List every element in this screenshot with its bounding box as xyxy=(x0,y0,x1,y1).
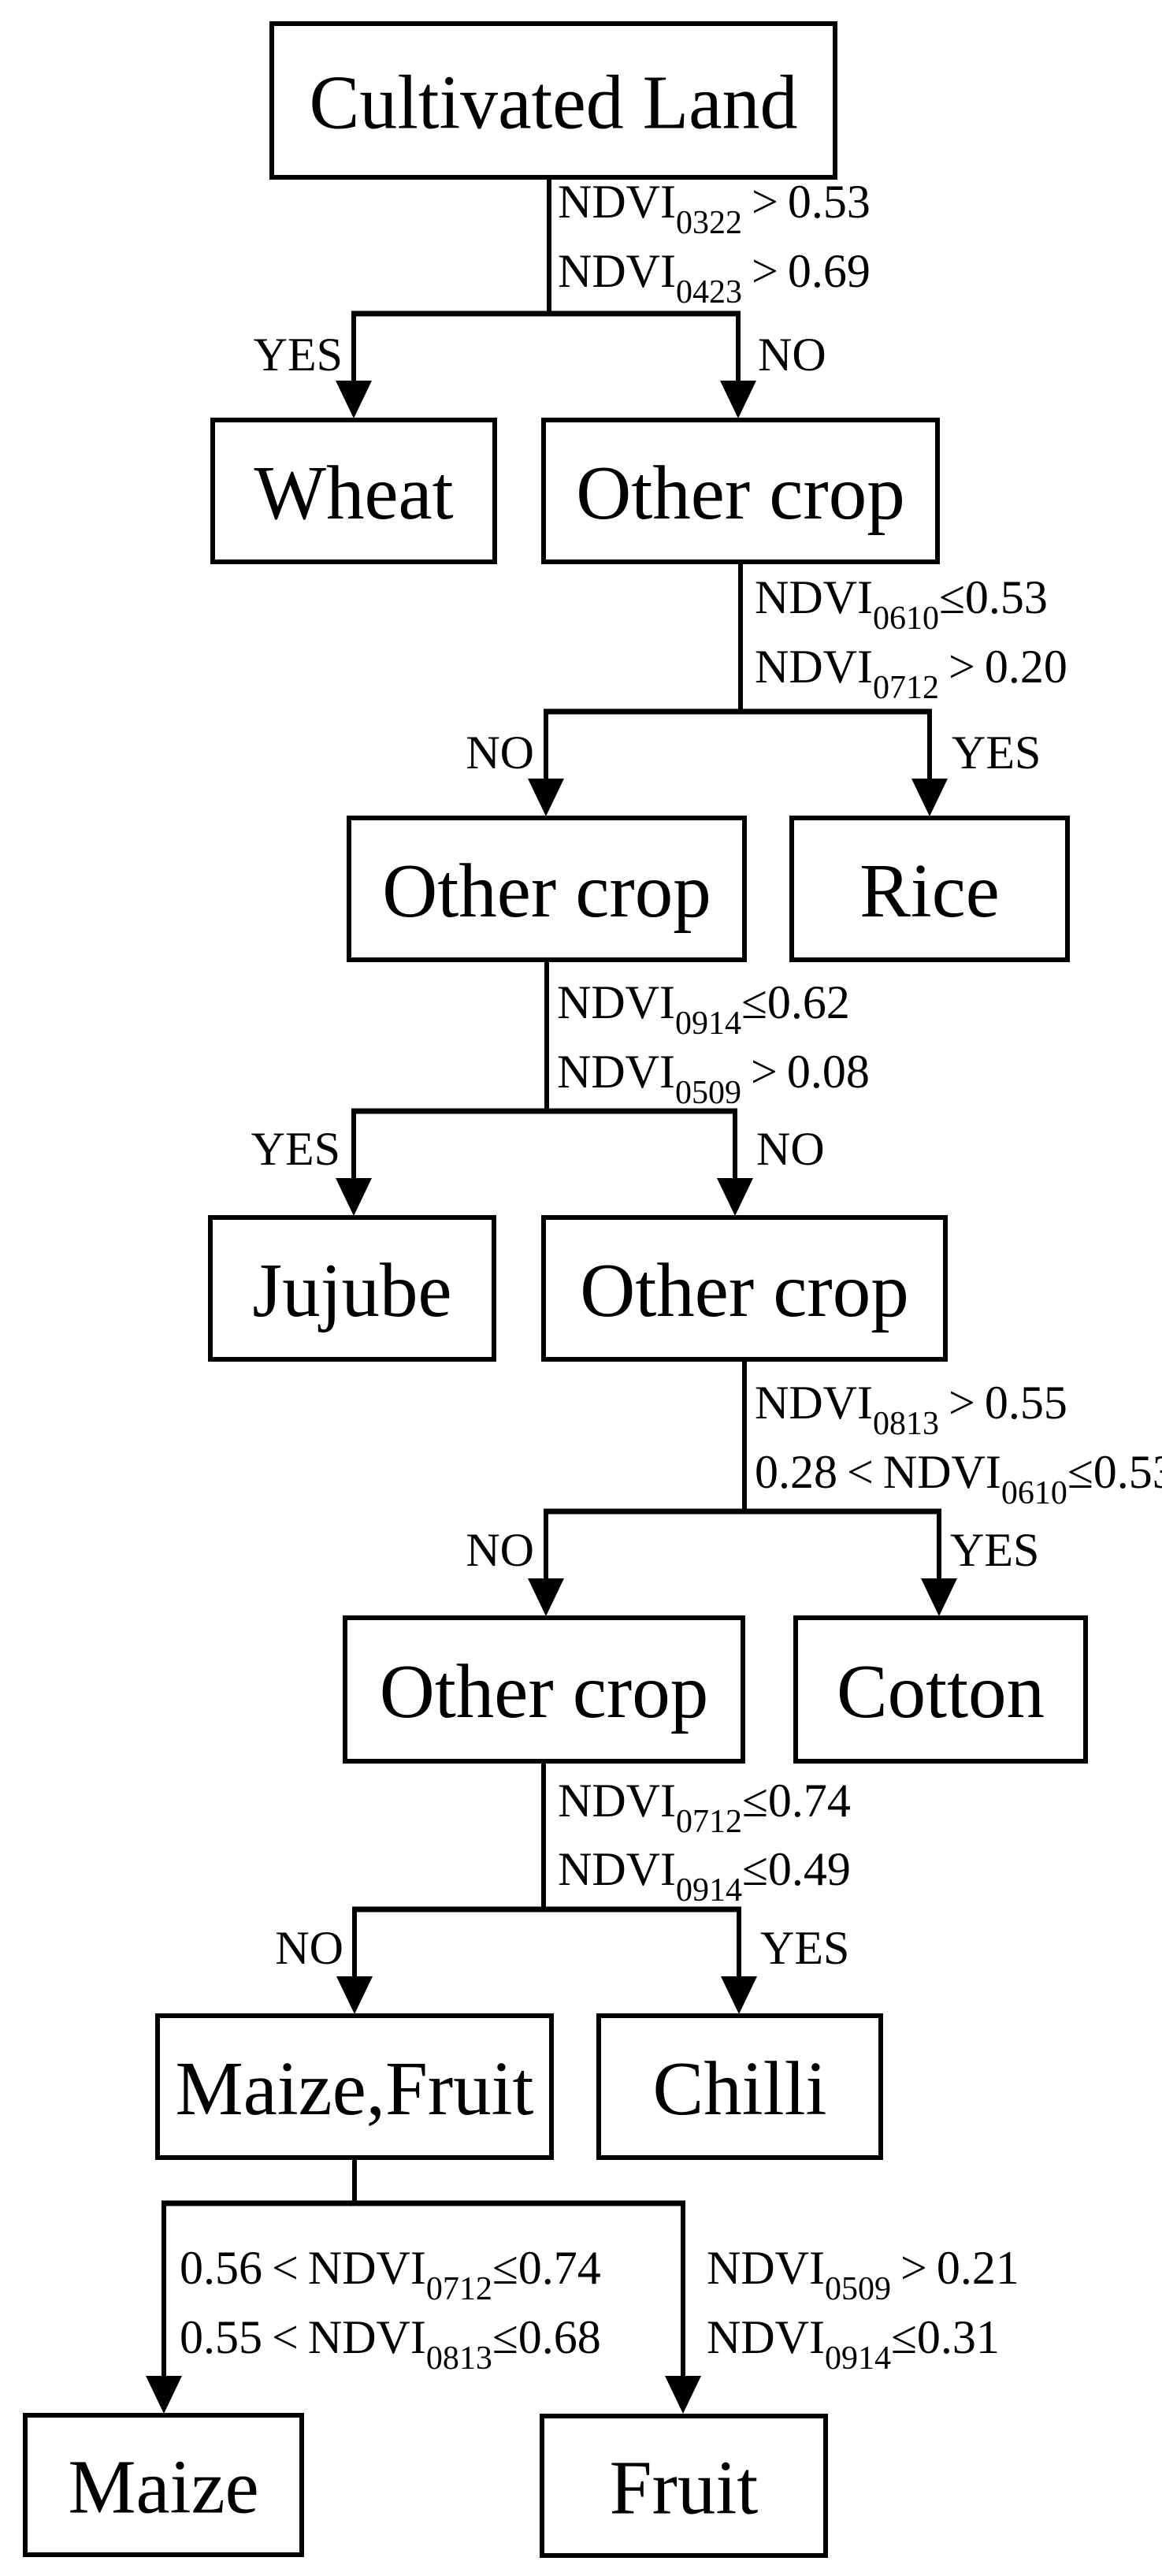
node-box xyxy=(155,2013,554,2160)
arrowhead-icon xyxy=(717,1178,753,1216)
node-maize-fruit: Maize,Fruit xyxy=(155,2013,554,2160)
node-box xyxy=(347,816,747,962)
branch-label-yes: YES xyxy=(950,1524,1039,1576)
branch-label-yes: YES xyxy=(952,727,1041,779)
condition-text: NDVI0322 > 0.53 xyxy=(558,176,871,241)
arrowhead-icon xyxy=(336,381,372,418)
arrowhead-icon xyxy=(146,2376,182,2414)
node-other-crop-3: Other crop xyxy=(541,1215,948,1362)
arrowhead-icon xyxy=(665,2376,701,2414)
node-cotton: Cotton xyxy=(793,1615,1088,1764)
condition-text: NDVI0509 > 0.08 xyxy=(557,1046,870,1111)
branch-label-no: NO xyxy=(466,1524,534,1576)
node-label: Rice xyxy=(859,849,1000,933)
branch-label-yes: YES xyxy=(254,329,343,381)
branch-label-yes: YES xyxy=(251,1123,340,1175)
node-other-crop-4: Other crop xyxy=(343,1615,745,1764)
condition-text: 0.28 < NDVI0610≤0.53 xyxy=(755,1446,1162,1511)
node-box xyxy=(210,418,497,564)
node-rice: Rice xyxy=(789,816,1070,962)
node-other-crop-1: Other crop xyxy=(541,418,940,564)
arrowhead-icon xyxy=(720,381,756,418)
node-maize: Maize xyxy=(23,2413,304,2557)
branch-label-yes: YES xyxy=(760,1922,849,1974)
node-label: Chilli xyxy=(653,2046,827,2131)
node-box xyxy=(343,1615,745,1764)
arrowhead-icon xyxy=(721,1976,757,2014)
node-box xyxy=(596,2013,883,2160)
node-label: Cultivated Land xyxy=(310,61,798,145)
node-box xyxy=(23,2413,304,2557)
arrowhead-icon xyxy=(921,1578,957,1616)
split-from-maize-fruit: 0.56 < NDVI0712≤0.740.55 < NDVI0813≤0.68… xyxy=(146,2158,1019,2414)
node-label: Other crop xyxy=(580,1248,908,1333)
node-box xyxy=(793,1615,1088,1764)
condition-text: NDVI0509 > 0.21 xyxy=(707,2242,1019,2307)
condition-text: NDVI0914≤0.49 xyxy=(558,1843,851,1909)
condition-text: NDVI0914≤0.31 xyxy=(707,2311,1000,2377)
node-box xyxy=(789,816,1070,962)
node-label: Other crop xyxy=(382,849,711,933)
node-box xyxy=(541,1215,948,1362)
condition-text: NDVI0813 > 0.55 xyxy=(755,1377,1067,1442)
arrowhead-icon xyxy=(528,779,564,816)
node-jujube: Jujube xyxy=(208,1215,496,1362)
branch-label-no: NO xyxy=(758,329,826,381)
node-label: Maize xyxy=(68,2445,258,2530)
node-label: Wheat xyxy=(254,451,453,535)
condition-text: NDVI0914≤0.62 xyxy=(557,976,850,1042)
node-box xyxy=(208,1215,496,1362)
arrowhead-icon xyxy=(911,779,948,816)
condition-text: NDVI0423 > 0.69 xyxy=(558,245,871,310)
condition-text: NDVI0610≤0.53 xyxy=(755,571,1048,637)
arrowhead-icon xyxy=(336,1178,372,1216)
node-fruit: Fruit xyxy=(540,2414,828,2558)
node-label: Fruit xyxy=(610,2446,759,2530)
node-wheat: Wheat xyxy=(210,418,497,564)
branch-label-no: NO xyxy=(275,1922,343,1974)
node-other-crop-2: Other crop xyxy=(347,816,747,962)
node-chilli: Chilli xyxy=(596,2013,883,2160)
condition-text: NDVI0712 > 0.20 xyxy=(755,641,1067,706)
condition-text: 0.56 < NDVI0712≤0.74 xyxy=(180,2242,601,2307)
node-label: Jujube xyxy=(252,1248,451,1333)
condition-text: 0.55 < NDVI0813≤0.68 xyxy=(180,2311,601,2377)
node-cultivated-land: Cultivated Land xyxy=(269,21,837,180)
node-box xyxy=(269,21,837,180)
condition-text: NDVI0712≤0.74 xyxy=(558,1775,851,1840)
node-label: Maize,Fruit xyxy=(176,2046,534,2131)
branch-label-no: NO xyxy=(756,1123,825,1175)
node-box xyxy=(541,418,940,564)
node-label: Other crop xyxy=(380,1649,708,1734)
node-label: Other crop xyxy=(576,451,904,535)
node-box xyxy=(540,2414,828,2558)
arrowhead-icon xyxy=(528,1578,564,1616)
branch-label-no: NO xyxy=(466,727,534,779)
split-from-other-crop-3: NO YES NDVI0813 > 0.550.28 < NDVI0610≤0.53 xyxy=(466,1359,1162,1616)
node-label: Cotton xyxy=(837,1649,1045,1734)
arrowhead-icon xyxy=(336,1976,373,2014)
